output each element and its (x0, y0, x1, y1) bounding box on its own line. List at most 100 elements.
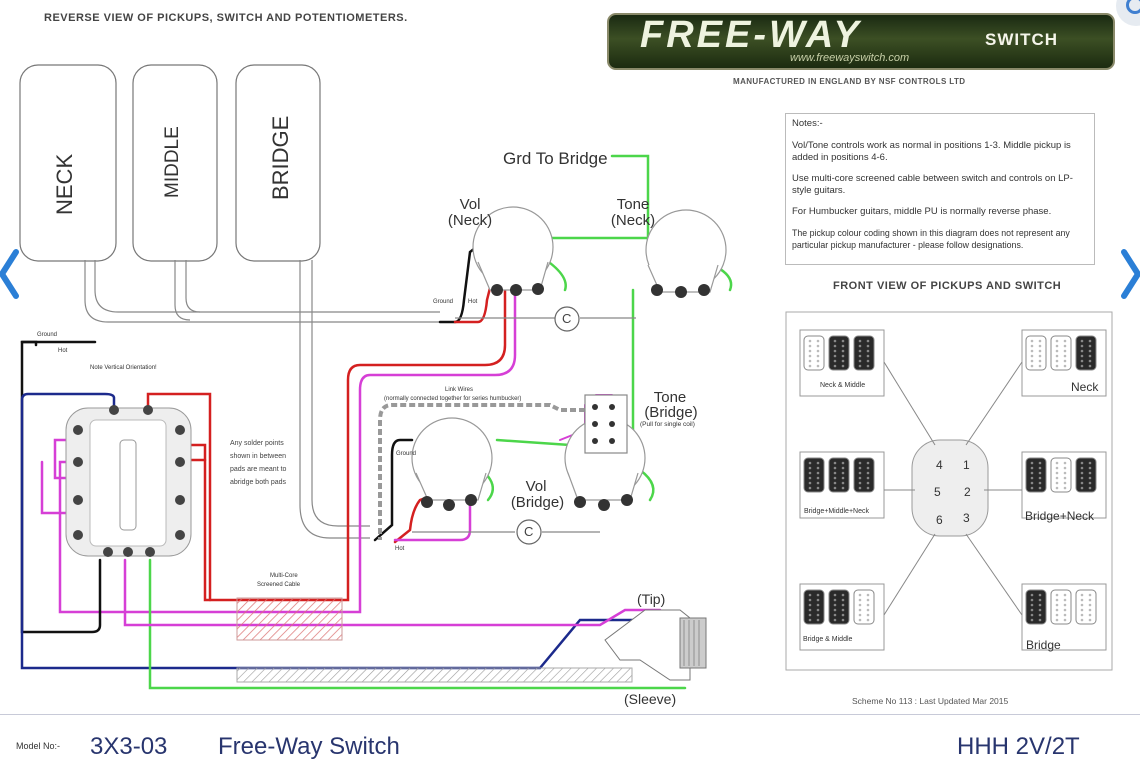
pole-piece (1055, 486, 1059, 490)
pole-piece (808, 476, 812, 480)
pole-piece (1063, 618, 1067, 622)
humbucker-coil (1025, 589, 1047, 625)
pole-piece (1055, 471, 1059, 475)
notes-title: Notes:- (792, 118, 823, 129)
pole-piece (833, 461, 837, 465)
pole-piece (1088, 476, 1092, 480)
pole-piece (1030, 598, 1034, 602)
prev-arrow-icon[interactable] (0, 246, 24, 302)
pole-piece (1038, 354, 1042, 358)
pole-piece (1088, 461, 1092, 465)
solder-note-line: abridge both pads (230, 479, 287, 486)
position-label-neck: Neck (1071, 380, 1099, 394)
pole-piece (1080, 598, 1084, 602)
pole-piece (808, 593, 812, 597)
pole-piece (1088, 349, 1092, 353)
pole-piece (808, 618, 812, 622)
pole-piece (866, 354, 870, 358)
humbucker-icons (803, 335, 1097, 625)
pickup-label-middle: MIDDLE (162, 126, 183, 198)
pole-piece (858, 613, 862, 617)
pole-piece (808, 466, 812, 470)
pole-piece (816, 603, 820, 607)
pole-piece (1088, 364, 1092, 368)
pole-piece (1080, 608, 1084, 612)
pole-piece (1063, 364, 1067, 368)
solder-note-line: pads are meant to (230, 466, 287, 473)
pole-piece (833, 598, 837, 602)
next-arrow-icon[interactable] (1116, 246, 1140, 302)
pole-piece (1063, 598, 1067, 602)
model-code: HHH 2V/2T (957, 733, 1080, 760)
pole-piece (1038, 461, 1042, 465)
label-ground-2: Ground (37, 332, 58, 338)
pole-piece (816, 481, 820, 485)
pole-piece (1030, 471, 1034, 475)
humbucker-coil (1025, 457, 1047, 493)
pole-piece (858, 349, 862, 353)
cap-label-2: C (524, 524, 534, 539)
pole-piece (866, 339, 870, 343)
pole-piece (866, 598, 870, 602)
pole-piece (833, 471, 837, 475)
pole-piece (1055, 603, 1059, 607)
humbucker-coil (828, 457, 850, 493)
pole-piece (858, 476, 862, 480)
pole-piece (833, 344, 837, 348)
switch-num-1: 1 (963, 458, 970, 472)
logo-switch-text: SWITCH (985, 30, 1059, 49)
pole-piece (1030, 481, 1034, 485)
pole-piece (833, 339, 837, 343)
pole-piece (1063, 603, 1067, 607)
label-hot-2: Hot (58, 348, 68, 354)
pole-piece (841, 339, 845, 343)
pole-piece (1088, 618, 1092, 622)
pole-piece (808, 603, 812, 607)
pole-piece (1030, 608, 1034, 612)
pole-piece (833, 481, 837, 485)
pole-piece (1088, 344, 1092, 348)
pot-lugs (421, 283, 710, 511)
label-tone-neck-1: Tone (616, 196, 650, 213)
pole-piece (816, 486, 820, 490)
pole-piece (833, 466, 837, 470)
pole-piece (841, 598, 845, 602)
humbucker-coil (1050, 589, 1072, 625)
pole-piece (1055, 461, 1059, 465)
pole-piece (1030, 364, 1034, 368)
pole-piece (858, 359, 862, 363)
pole-piece (1063, 344, 1067, 348)
pole-piece (1080, 613, 1084, 617)
switch-rear (65, 405, 192, 557)
pole-piece (816, 349, 820, 353)
position-label-neck-middle: Neck & Middle (820, 382, 866, 389)
pole-piece (866, 359, 870, 363)
info-icon[interactable] (1126, 0, 1140, 14)
pole-piece (1080, 481, 1084, 485)
label-tone-bridge-1: Tone (653, 389, 687, 406)
solder-note: Any solder points shown in between pads … (230, 437, 286, 489)
label-sleeve: (Sleeve) (624, 691, 677, 707)
pole-piece (1063, 608, 1067, 612)
solder-note-line: Any solder points (230, 440, 284, 447)
pole-piece (858, 461, 862, 465)
pole-piece (1038, 476, 1042, 480)
pole-piece (841, 344, 845, 348)
pole-piece (1063, 359, 1067, 363)
humbucker-coil (803, 589, 825, 625)
pole-piece (866, 618, 870, 622)
label-link-wires-sub: (normally connected together for series … (384, 396, 522, 402)
pole-piece (866, 344, 870, 348)
switch-num-5: 5 (934, 485, 941, 499)
pole-piece (1055, 339, 1059, 343)
brand-logo (607, 13, 1115, 70)
pole-piece (808, 354, 812, 358)
humbucker-coil (1075, 457, 1097, 493)
pots (411, 206, 727, 501)
humbucker-coil (853, 335, 875, 371)
pole-piece (1055, 364, 1059, 368)
pole-piece (866, 471, 870, 475)
label-vol-bridge-2: (Bridge) (510, 494, 565, 511)
switch-num-2: 2 (964, 485, 971, 499)
pole-piece (816, 613, 820, 617)
